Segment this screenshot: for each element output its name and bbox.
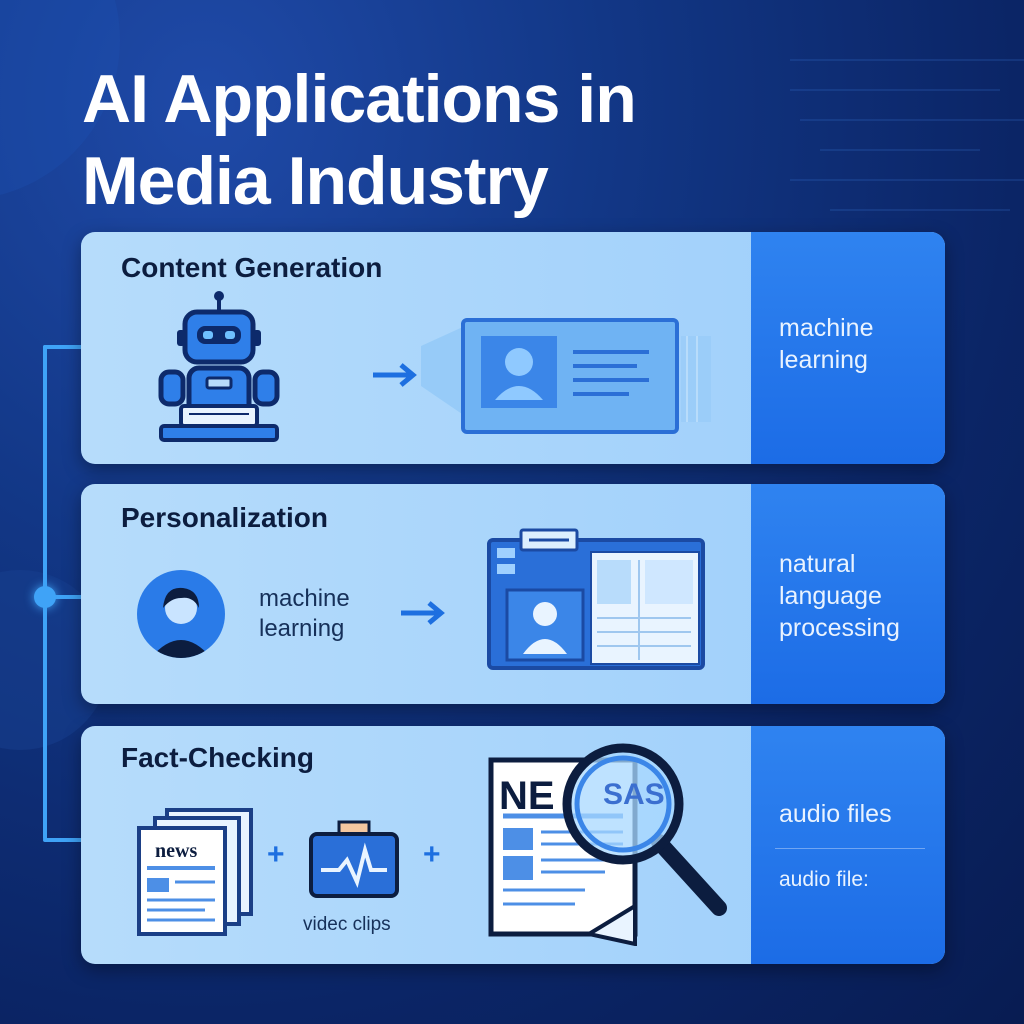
side-label: audio file: [779,868,869,891]
newspaper-headline: NE [499,774,555,818]
side-label-line: language [779,582,882,610]
arrow-right-icon [401,601,445,625]
side-label-line: machine [779,314,874,342]
panel-side [751,484,945,704]
news-text: news [155,840,198,862]
panel-title: Personalization [121,502,328,533]
page-title: AI Applications in Media Industry [82,58,802,222]
inline-label-line: learning [259,615,345,642]
title-line-2: Media Industry [82,143,549,219]
robot-icon [158,291,280,442]
plus-icon: + [423,838,441,871]
panel-fact-checking: Fact-Checking news + videc clips + NE [81,726,945,964]
inline-label: machine learning [259,584,350,644]
side-label: natural language processing [779,548,900,644]
magnifier-text: SAS [603,778,665,811]
magnifier-icon [562,743,727,916]
panel-side [751,232,945,464]
profile-card-icon [421,318,711,434]
connector-node [34,586,56,608]
side-label: audio files [779,800,892,828]
user-avatar-icon [137,570,225,658]
video-label: videc clips [303,914,391,935]
dashboard-icon [487,528,705,670]
plus-icon: + [267,838,285,871]
panel-side [751,726,945,964]
side-divider [775,848,925,849]
title-line-1: AI Applications in [82,61,637,137]
panel-title: Content Generation [121,252,383,283]
inline-label-line: machine [259,585,350,612]
panel-title: Fact-Checking [121,742,314,773]
news-stack-icon [137,808,253,936]
panel-personalization: Personalization machine learning [81,484,945,704]
arrow-right-icon [373,363,417,387]
connector-branch-2 [43,595,83,599]
side-label-line: processing [779,614,900,642]
video-clip-icon [309,820,399,898]
side-label-line: learning [779,346,868,374]
connector-branch-3 [43,838,83,842]
panel-content-generation: Content Generation [81,232,945,464]
connector-branch-1 [43,345,83,349]
side-label: machine learning [779,312,874,376]
side-label-line: natural [779,550,856,578]
